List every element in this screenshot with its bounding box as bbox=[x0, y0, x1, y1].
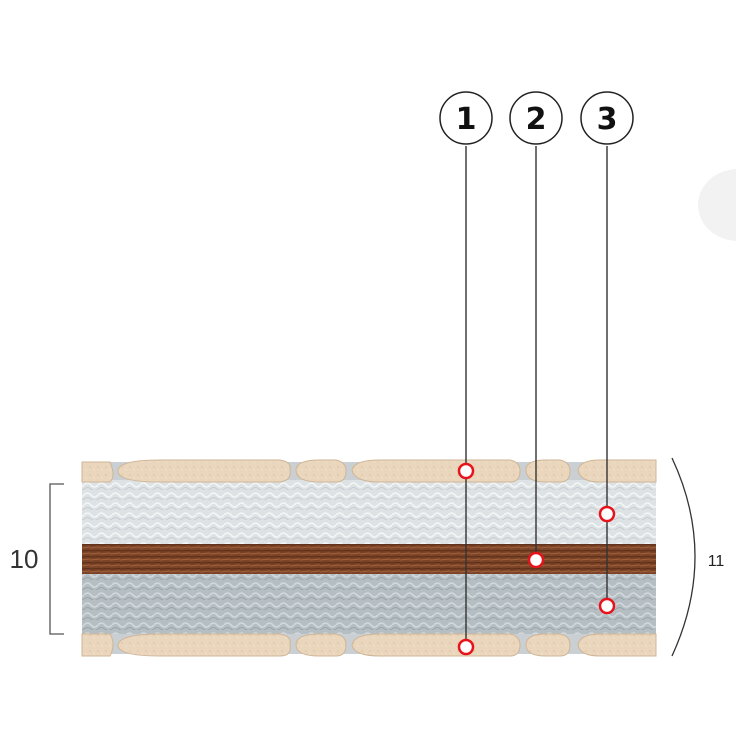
core-height-bracket bbox=[49, 483, 64, 635]
core-height-label: 10 bbox=[10, 544, 39, 574]
layer-cover-bottom bbox=[81, 633, 657, 657]
callout-2: 2 bbox=[509, 91, 563, 145]
callout-1: 1 bbox=[439, 91, 493, 145]
layer-felt-bottom bbox=[82, 574, 656, 634]
layer-coir bbox=[82, 544, 656, 574]
marker-cover-bottom bbox=[457, 638, 475, 656]
decorative-shade bbox=[698, 169, 736, 241]
marker-felt-bottom bbox=[598, 597, 616, 615]
marker-felt-top bbox=[598, 505, 616, 523]
marker-cover-top bbox=[457, 462, 475, 480]
layer-cover-top bbox=[81, 459, 657, 483]
layer-felt-top bbox=[82, 478, 656, 544]
callout-3: 3 bbox=[580, 91, 634, 145]
callout-2-number: 2 bbox=[526, 102, 547, 137]
total-height-arc bbox=[671, 457, 696, 657]
callout-1-number: 1 bbox=[456, 102, 477, 137]
marker-coir bbox=[527, 551, 545, 569]
callout-3-number: 3 bbox=[597, 102, 618, 137]
total-height-label: 11 bbox=[708, 553, 725, 570]
